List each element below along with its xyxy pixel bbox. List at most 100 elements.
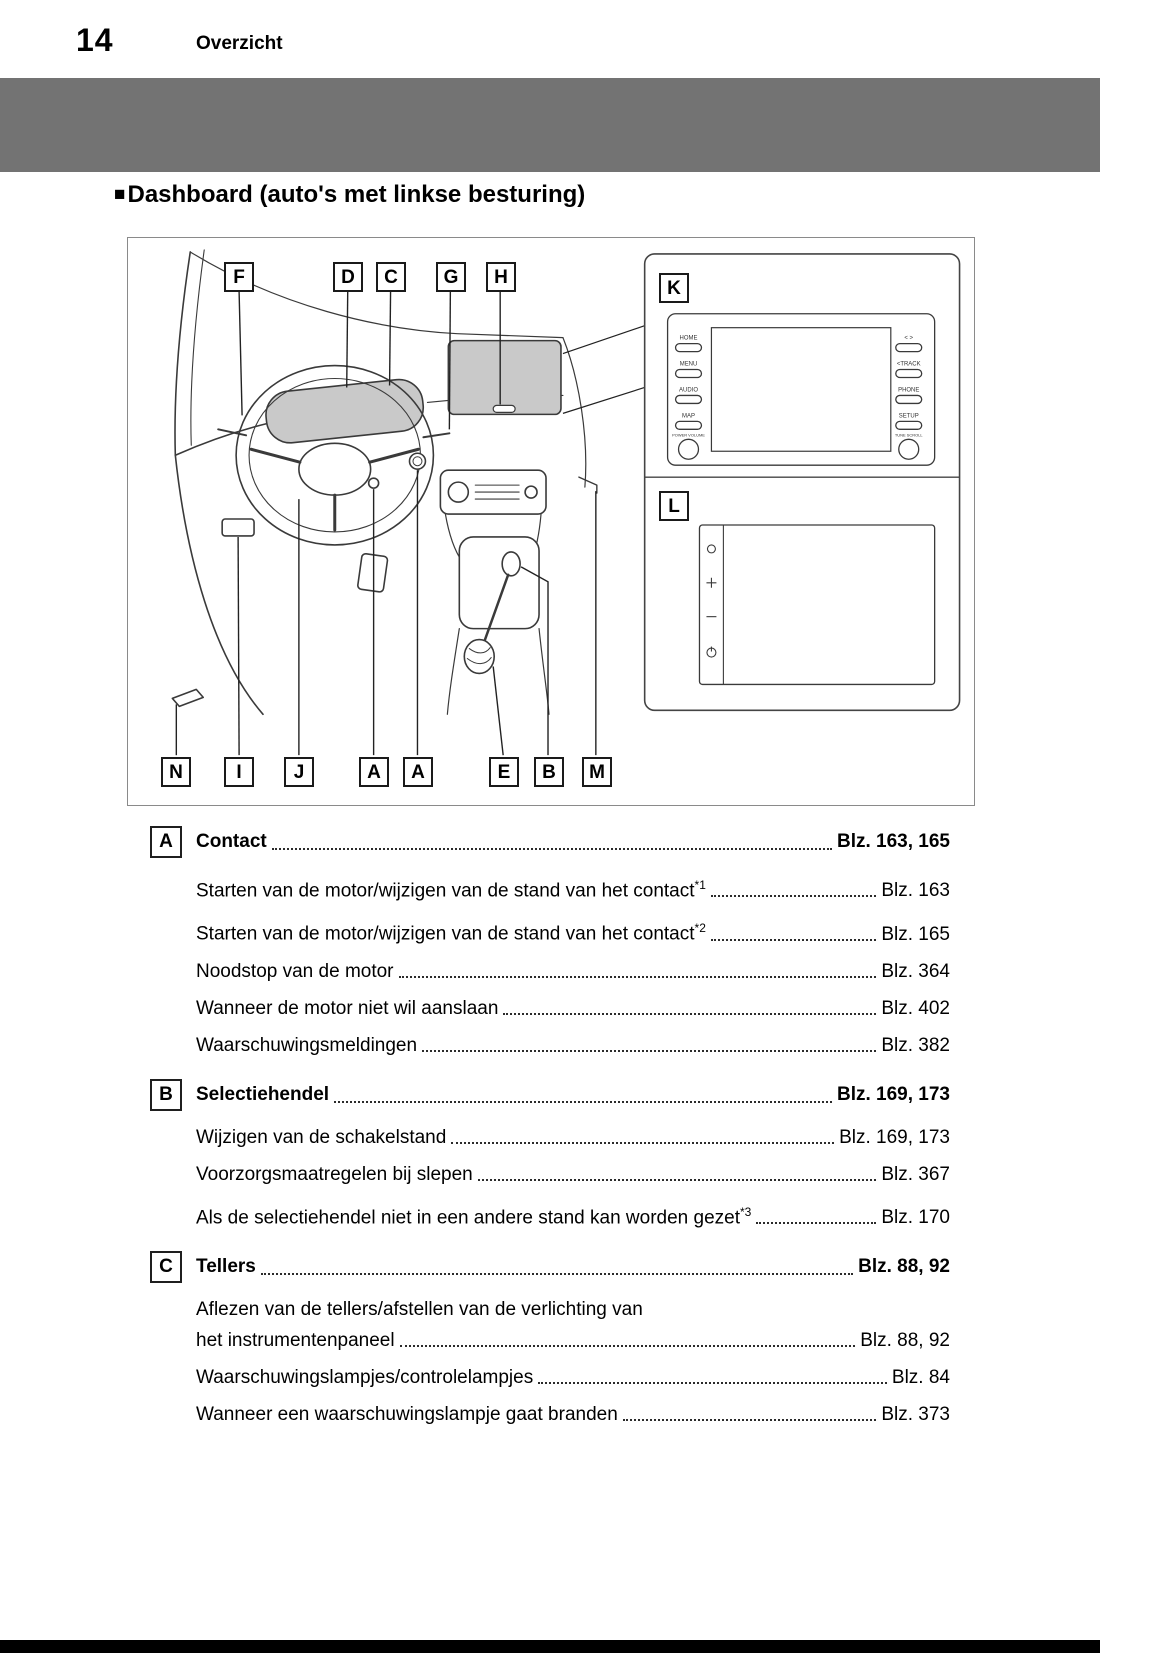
dot-leader <box>422 1049 877 1052</box>
index-section-contact: A Contact Blz. 163, 165 Starten van de m… <box>150 826 950 1057</box>
center-display <box>447 339 562 416</box>
head-unit-button-track: <TRACK <box>897 362 921 368</box>
head-unit-button-home: HOME <box>680 336 698 342</box>
index-item-text: Noodstop van de motor <box>196 960 394 982</box>
dashboard-line-art: HOME MENU AUDIO MAP POWER VOLUME < > <TR… <box>171 249 961 756</box>
page-number: 14 <box>76 22 114 58</box>
index-item-text: Waarschuwingsmeldingen <box>196 1034 418 1056</box>
index-section-tellers: C Tellers Blz. 88, 92 Aflezen van de tel… <box>150 1250 950 1426</box>
index-item: Wanneer een waarschuwingslampje gaat bra… <box>196 1404 950 1426</box>
detail-panel-l <box>698 524 936 686</box>
gear-shifter <box>458 536 540 675</box>
steering-wheel <box>235 364 435 546</box>
dot-leader <box>710 895 877 898</box>
index-section-title: Tellers <box>196 1255 256 1277</box>
index-section-title: Contact <box>196 831 267 852</box>
callout-letter-badge: B <box>150 1078 182 1111</box>
index-item: Waarschuwingslampjes/controlelampjes Blz… <box>196 1367 950 1389</box>
bottom-bar <box>0 1640 1100 1653</box>
dot-leader <box>622 1418 877 1421</box>
index-item-text: Wijzigen van de schakelstand <box>196 1126 447 1148</box>
head-unit-knob-power-volume: POWER VOLUME <box>672 432 705 437</box>
dot-leader <box>710 938 877 941</box>
index-section-title: Selectiehendel <box>196 1083 330 1105</box>
page-ref: Blz. 364 <box>881 960 950 982</box>
index-item-text: Als de selectiehendel niet in een andere… <box>196 1204 752 1228</box>
index-item: Wijzigen van de schakelstand Blz. 169, 1… <box>196 1127 950 1149</box>
diagram-label-m: M <box>582 757 612 787</box>
diagram-label-d: D <box>333 262 363 292</box>
diagram-label-c: C <box>376 262 406 292</box>
hood-release-lever <box>171 688 205 708</box>
index-item: Wanneer de motor niet wil aanslaan Blz. … <box>196 998 950 1020</box>
diagram-label-k: K <box>659 273 689 303</box>
index-item-text-line1: Aflezen van de tellers/afstellen van de … <box>196 1298 643 1320</box>
dot-leader <box>260 1272 854 1275</box>
section-title-text: Dashboard (auto's met linkse besturing) <box>127 181 586 208</box>
index-item-text: Waarschuwingslampjes/controlelampjes <box>196 1366 534 1388</box>
dot-leader <box>756 1221 877 1224</box>
index-item: Starten van de motor/wijzigen van de sta… <box>196 874 950 902</box>
start-button <box>408 452 427 470</box>
page-ref: Blz. 84 <box>891 1366 950 1388</box>
dot-leader <box>477 1178 877 1181</box>
head-unit-labels: HOME MENU AUDIO MAP POWER VOLUME < > <TR… <box>672 336 923 438</box>
index-section-header: B Selectiehendel Blz. 169, 173 <box>150 1078 950 1111</box>
diagram-label-g: G <box>436 262 466 292</box>
diagram-label-h: H <box>486 262 516 292</box>
footnote-marker: *3 <box>740 1204 752 1219</box>
index-section-header: C Tellers Blz. 88, 92 <box>150 1250 950 1283</box>
page-ref: Blz. 165 <box>881 923 950 945</box>
diagram-label-f: F <box>224 262 254 292</box>
index-item: Starten van de motor/wijzigen van de sta… <box>196 917 950 945</box>
index-item: Waarschuwingsmeldingen Blz. 382 <box>196 1035 950 1057</box>
page-ref: Blz. 367 <box>881 1163 950 1185</box>
page-ref: Blz. 88, 92 <box>858 1255 950 1277</box>
index-item: Als de selectiehendel niet in een andere… <box>196 1201 950 1229</box>
index-item-text: Starten van de motor/wijzigen van de sta… <box>196 921 706 945</box>
section-title: ■ Dashboard (auto's met linkse besturing… <box>114 181 585 209</box>
infotainment-head-unit <box>666 313 936 466</box>
dashboard-sketch <box>171 249 598 716</box>
index-section-header: A Contact Blz. 163, 165 <box>150 826 950 858</box>
page-ref: Blz. 169, 173 <box>839 1126 950 1148</box>
power-icon <box>706 646 717 658</box>
panel-dial-icon <box>706 544 716 554</box>
page-ref: Blz. 163, 165 <box>836 831 950 852</box>
diagram-label-i: I <box>224 757 254 787</box>
diagram-label-a1: A <box>359 757 389 787</box>
leader-lines <box>175 291 597 756</box>
index-item-multiline: Aflezen van de tellers/afstellen van de … <box>150 1299 950 1352</box>
chapter-title: Overzicht <box>196 33 283 54</box>
diagram-label-j: J <box>284 757 314 787</box>
section-marker-icon: ■ <box>114 184 126 205</box>
diagram-label-b: B <box>534 757 564 787</box>
plus-icon <box>706 577 717 588</box>
footnote-marker: *2 <box>694 921 706 936</box>
index-item-text: Wanneer de motor niet wil aanslaan <box>196 997 499 1019</box>
pedal <box>357 552 389 593</box>
dot-leader <box>271 848 832 850</box>
index-item: het instrumentenpaneel Blz. 88, 92 <box>196 1330 950 1352</box>
footnote-marker: *1 <box>694 878 706 892</box>
head-unit-button-map: MAP <box>682 413 695 419</box>
head-unit-button-seek: < > <box>904 336 913 342</box>
page-ref: Blz. 170 <box>881 1206 950 1228</box>
index-item-text: Wanneer een waarschuwingslampje gaat bra… <box>196 1403 618 1425</box>
index-list: A Contact Blz. 163, 165 Starten van de m… <box>150 826 950 1448</box>
diagram-label-n: N <box>161 757 191 787</box>
dot-leader <box>398 975 877 978</box>
index-item-text: Voorzorgsmaatregelen bij slepen <box>196 1163 473 1185</box>
dashboard-diagram: HOME MENU AUDIO MAP POWER VOLUME < > <TR… <box>127 237 975 806</box>
index-section-selectiehendel: B Selectiehendel Blz. 169, 173 Wijzigen … <box>150 1078 950 1229</box>
dot-leader <box>503 1012 877 1015</box>
head-unit-button-audio: AUDIO <box>679 387 698 393</box>
page-ref: Blz. 163 <box>881 880 950 902</box>
diagram-label-a2: A <box>403 757 433 787</box>
page-ref: Blz. 373 <box>881 1403 950 1425</box>
instrument-cluster <box>265 378 425 444</box>
index-item: Noodstop van de motor Blz. 364 <box>196 961 950 983</box>
callout-letter-badge: C <box>150 1250 182 1283</box>
page-ref: Blz. 382 <box>881 1034 950 1056</box>
head-unit-knob-tune-scroll: TUNE SCROLL <box>895 432 924 437</box>
